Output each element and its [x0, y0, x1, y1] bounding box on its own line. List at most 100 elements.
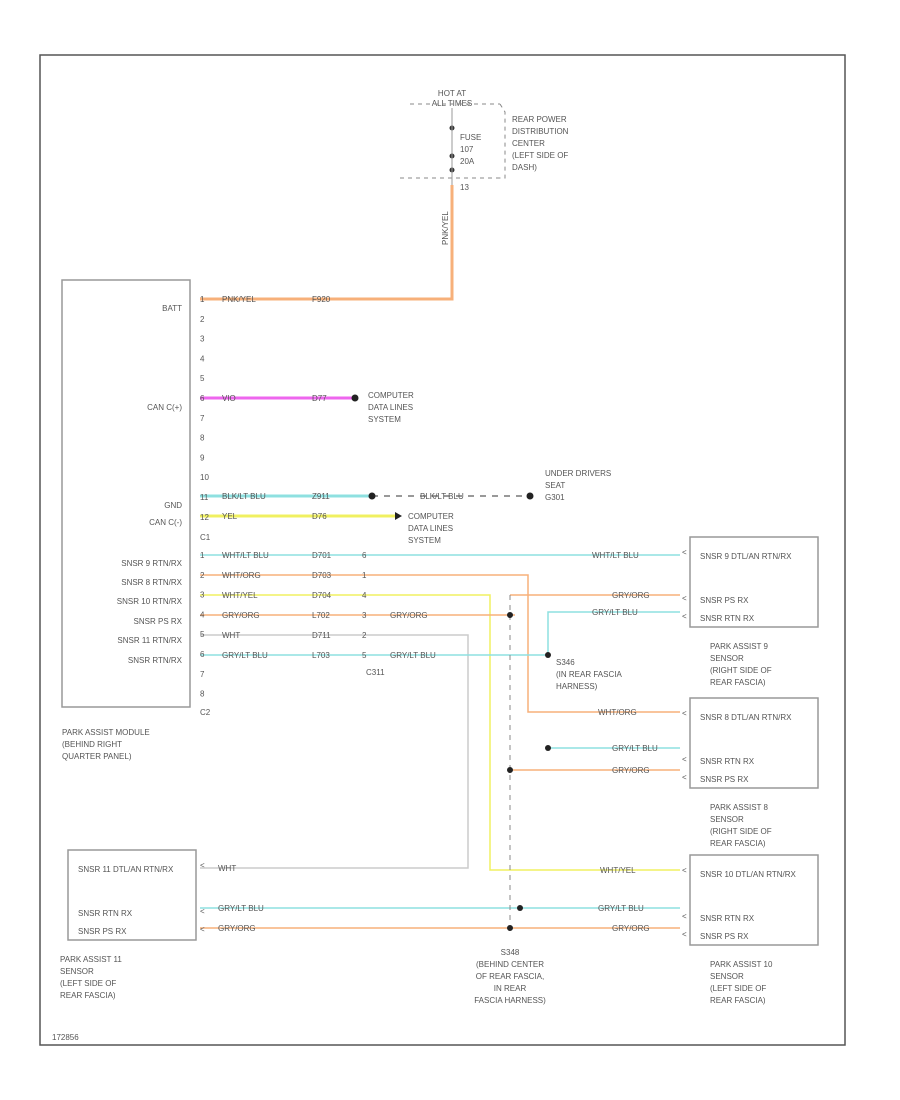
pin-label: CAN C(-)	[149, 518, 182, 527]
pin-number: 1	[200, 551, 205, 560]
data-lines-label: COMPUTER	[368, 391, 414, 400]
pin-label: SNSR 8 RTN/RX	[121, 578, 182, 587]
wire-circuit: L703	[312, 651, 330, 660]
pin-number: 4	[200, 610, 205, 619]
sensor-pin-label: SNSR RTN RX	[700, 614, 755, 623]
connector-pin: 1	[362, 571, 367, 580]
wire-circuit: D711	[312, 631, 331, 640]
pin-arrow: <	[682, 594, 687, 603]
diagram-id: 172856	[52, 1033, 79, 1042]
sensor-pin-label: SNSR PS RX	[700, 775, 749, 784]
connector-pin: 2	[362, 631, 367, 640]
pin-arrow: <	[200, 925, 205, 934]
wire-color: GRY/ORG	[612, 591, 650, 600]
splice-s346-label: S346 (IN REAR FASCIA HARNESS)	[556, 658, 622, 691]
pin-arrow: <	[682, 912, 687, 921]
pdc-label: DISTRIBUTION	[512, 127, 569, 136]
sensor-name: SENSOR	[60, 967, 94, 976]
wire-color: WHT/ORG	[598, 708, 637, 717]
pdc-label: DASH)	[512, 163, 537, 172]
pin-arrow: <	[682, 612, 687, 621]
pin-number: 5	[200, 374, 205, 383]
sensor-name: PARK ASSIST 11	[60, 955, 122, 964]
sensor-name: PARK ASSIST 10	[710, 960, 773, 969]
sensor-name: REAR FASCIA)	[710, 996, 766, 1005]
data-lines-label: DATA LINES	[408, 524, 453, 533]
wire-color: GRY/LT BLU	[390, 651, 436, 660]
sensor-pin-label: SNSR RTN RX	[78, 909, 133, 918]
fuse-number: 107	[460, 145, 474, 154]
wire-color: BLK/LT BLU	[420, 492, 464, 501]
pin-number: 9	[200, 453, 205, 462]
wire-circuit: D703	[312, 571, 332, 580]
pin-arrow: <	[682, 930, 687, 939]
pin-number: 6	[200, 650, 205, 659]
ground-label: G301	[545, 493, 565, 502]
fuse-pin: 13	[460, 183, 469, 192]
sensor-pin-label: SNSR RTN RX	[700, 757, 755, 766]
pin-number: 8	[200, 434, 205, 443]
connector-pin: 6	[362, 551, 367, 560]
svg-text:HARNESS): HARNESS)	[556, 682, 598, 691]
sensor-name: REAR FASCIA)	[710, 678, 766, 687]
wire-color: GRY/ORG	[218, 924, 256, 933]
pdc-label: REAR POWER	[512, 115, 567, 124]
pin-arrow: <	[682, 773, 687, 782]
data-lines-label: COMPUTER	[408, 512, 454, 521]
ground-label: SEAT	[545, 481, 565, 490]
pin-label: SNSR PS RX	[134, 617, 183, 626]
wire-circuit: D701	[312, 551, 332, 560]
hot-label: HOT AT	[438, 89, 466, 98]
pin-number: 7	[200, 414, 205, 423]
pin-arrow: <	[682, 866, 687, 875]
pin-number: 3	[200, 591, 205, 600]
connector-pin: 4	[362, 591, 367, 600]
connector-label: C311	[366, 668, 385, 677]
park-assist-module: BATT CAN C(+) GND CAN C(-) SNSR 9 RTN/RX…	[61, 279, 211, 761]
wire-color: WHT/YEL	[222, 591, 258, 600]
pin-arrow: <	[682, 709, 687, 718]
svg-text:S346: S346	[556, 658, 575, 667]
wire-color: GRY/ORG	[612, 924, 650, 933]
sensor-name: SENSOR	[710, 815, 744, 824]
wire-color: WHT	[222, 631, 240, 640]
wire-color: VIO	[222, 394, 236, 403]
pin-arrow: <	[682, 755, 687, 764]
pin-number: 12	[200, 513, 209, 522]
wire-color: WHT/YEL	[600, 866, 636, 875]
wire-circuit: F920	[312, 295, 331, 304]
wire-labels: PNK/YEL F920 PNK/YEL VIO D77 COMPUTER DA…	[218, 211, 658, 933]
sensor-pin-label: SNSR 10 DTL/AN RTN/RX	[700, 870, 797, 879]
svg-text:(IN REAR FASCIA: (IN REAR FASCIA	[556, 670, 622, 679]
wire-color: PNK/YEL	[441, 211, 450, 245]
splice-dots	[351, 394, 551, 931]
pin-label: SNSR RTN/RX	[128, 656, 183, 665]
sensor-name: (RIGHT SIDE OF	[710, 666, 772, 675]
sensor-pin-label: SNSR PS RX	[700, 596, 749, 605]
pin-label: SNSR 9 RTN/RX	[121, 559, 182, 568]
svg-text:IN REAR: IN REAR	[494, 984, 527, 993]
fuse-label: FUSE	[460, 133, 481, 142]
wire-color: PNK/YEL	[222, 295, 256, 304]
sensor-name: SENSOR	[710, 972, 744, 981]
pin-number: 8	[200, 690, 205, 699]
pin-label: SNSR 10 RTN/RX	[117, 597, 183, 606]
wire-color: BLK/LT BLU	[222, 492, 266, 501]
svg-text:(BEHIND CENTER: (BEHIND CENTER	[476, 960, 544, 969]
wire-color: WHT/LT BLU	[592, 551, 639, 560]
park-assist-sensor-10: SNSR 10 DTL/AN RTN/RX<SNSR RTN RX<SNSR P…	[682, 854, 819, 1005]
pdc-label: (LEFT SIDE OF	[512, 151, 568, 160]
sensor-pin-label: SNSR RTN RX	[700, 914, 755, 923]
wire-circuit: D76	[312, 512, 327, 521]
sensor-pin-label: SNSR PS RX	[78, 927, 127, 936]
sensor-name: REAR FASCIA)	[60, 991, 116, 1000]
splice-s348-label: S348 (BEHIND CENTER OF REAR FASCIA, IN R…	[474, 948, 546, 1005]
park-assist-sensor-9: SNSR 9 DTL/AN RTN/RX<SNSR PS RX<SNSR RTN…	[682, 536, 819, 687]
data-lines-label: SYSTEM	[408, 536, 441, 545]
wire-color: GRY/LT BLU	[598, 904, 644, 913]
sensor-name: REAR FASCIA)	[710, 839, 766, 848]
connector-pin: 3	[362, 611, 367, 620]
park-assist-sensor-11: SNSR 11 DTL/AN RTN/RX<SNSR RTN RX<SNSR P…	[60, 849, 205, 1000]
pin-number: 3	[200, 335, 205, 344]
